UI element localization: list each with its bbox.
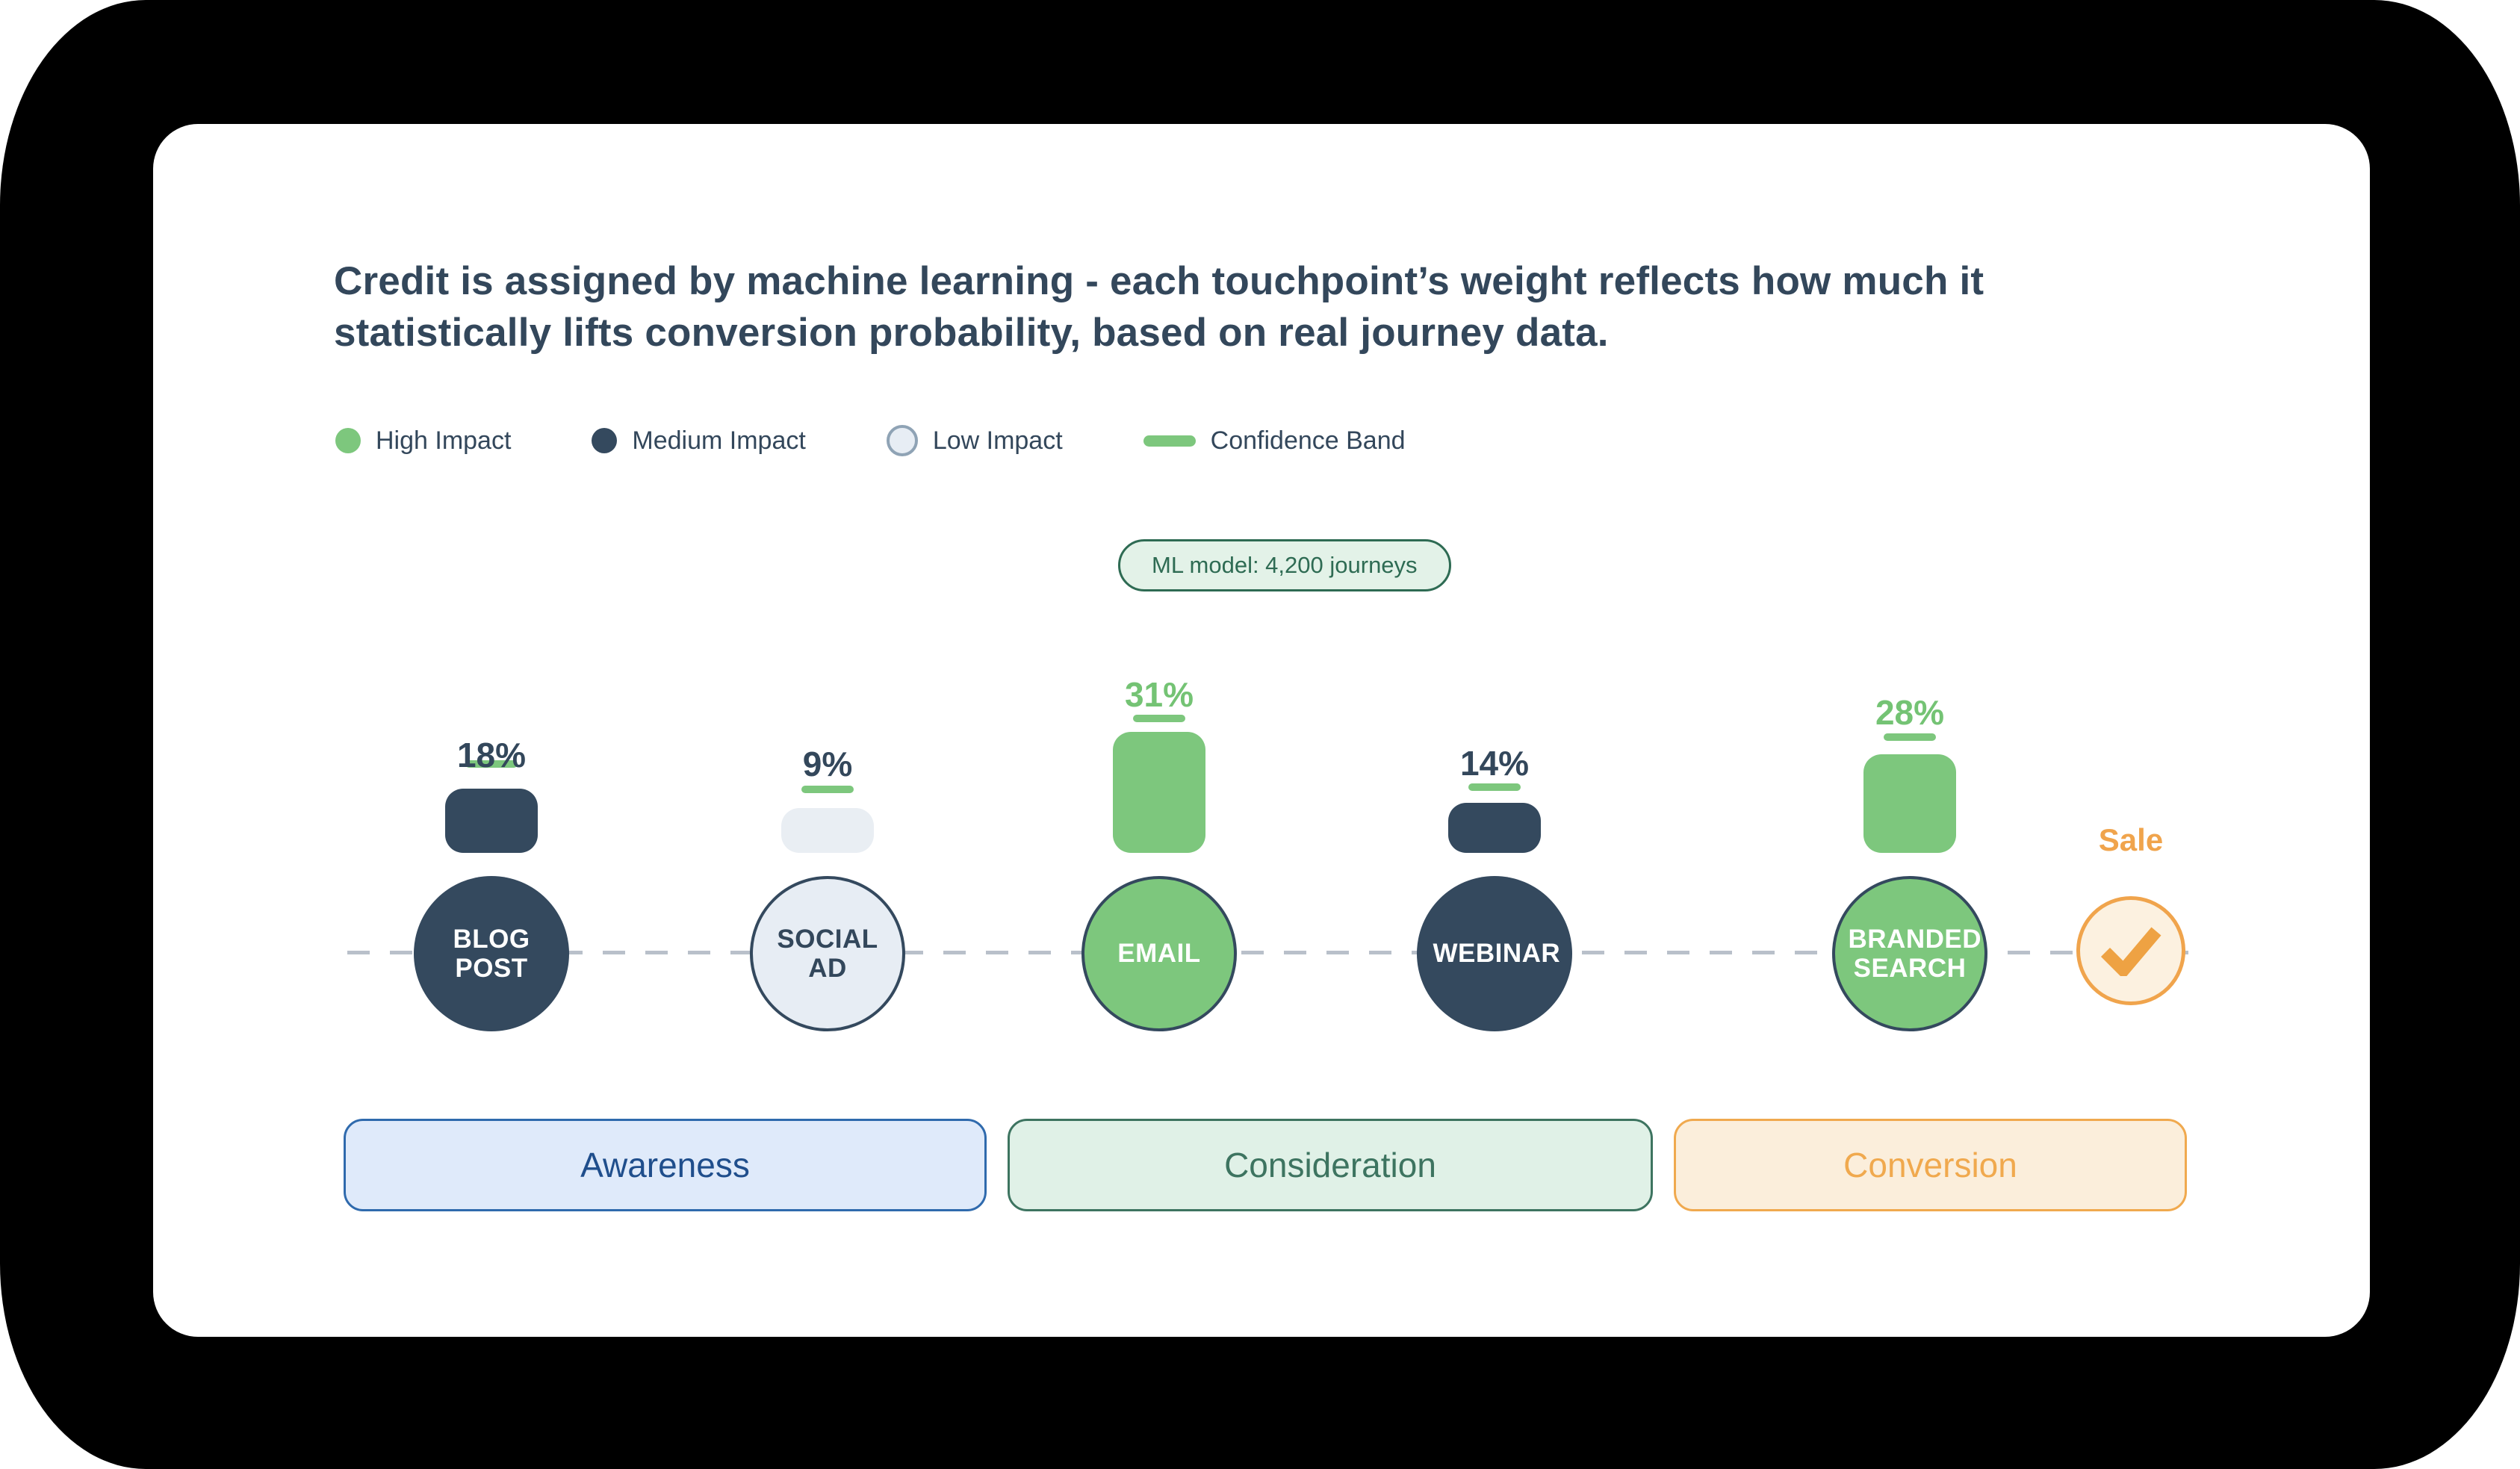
sale-node	[2076, 896, 2185, 1005]
confidence-band	[1468, 783, 1521, 791]
impact-bar	[1863, 754, 1956, 853]
legend-label: Confidence Band	[1210, 426, 1406, 455]
legend-item-high-impact: High Impact	[335, 426, 511, 456]
weight-label: 31%	[1124, 675, 1194, 714]
touchpoint-stats-blog-post: 18%	[402, 736, 581, 853]
page-title: Credit is assigned by machine learning -…	[334, 255, 2164, 358]
check-icon	[2100, 927, 2161, 976]
confidence-band	[1133, 715, 1185, 722]
weight-label: 28%	[1875, 693, 1945, 732]
stage-band-consideration: Consideration	[1008, 1119, 1653, 1211]
medium-impact-dot-icon	[592, 428, 618, 453]
journey-timeline-dashed-line	[347, 951, 2188, 954]
confidence-band	[465, 760, 518, 768]
touchpoint-stats-social-ad: 9%	[738, 745, 917, 853]
legend-label: Low Impact	[932, 426, 1063, 455]
impact-bar	[445, 789, 538, 853]
node-label: BRANDED SEARCH	[1848, 924, 1981, 983]
weight-label: 9%	[802, 745, 853, 783]
confidence-band	[1884, 733, 1936, 741]
touchpoint-stats-email: 31%	[1070, 676, 1249, 853]
legend-item-confidence-band: Confidence Band	[1143, 426, 1406, 456]
weight-label: 14%	[1459, 744, 1530, 783]
touchpoint-node-email: EMAIL	[1081, 876, 1237, 1031]
title-line-1: Credit is assigned by machine learning -…	[334, 259, 1984, 303]
stage-band-conversion: Conversion	[1674, 1119, 2187, 1211]
low-impact-dot-icon	[886, 425, 918, 456]
confidence-band	[801, 786, 854, 793]
legend-item-medium-impact: Medium Impact	[592, 426, 806, 456]
legend-label: Medium Impact	[632, 426, 806, 455]
legend-item-low-impact: Low Impact	[886, 425, 1063, 456]
node-label: BLOG POST	[453, 924, 530, 983]
touchpoint-stats-branded-search: 28%	[1820, 694, 1999, 853]
impact-bar	[1113, 732, 1205, 853]
high-impact-dot-icon	[335, 428, 361, 453]
sale-label: Sale	[2098, 822, 2164, 857]
legend-label: High Impact	[376, 426, 512, 455]
weight-label: 18%	[456, 736, 527, 774]
touchpoint-node-branded-search: BRANDED SEARCH	[1832, 876, 1987, 1031]
node-label: WEBINAR	[1433, 939, 1561, 969]
touchpoint-node-social-ad: SOCIAL AD	[750, 876, 905, 1031]
impact-bar	[781, 808, 874, 853]
touchpoint-node-blog-post: BLOG POST	[414, 876, 569, 1031]
touchpoint-stats-webinar: 14%	[1405, 745, 1584, 853]
title-line-2: statistically lifts conversion probabili…	[334, 311, 1609, 355]
legend: High Impact Medium Impact Low Impact Con…	[335, 425, 1406, 456]
ml-model-badge: ML model: 4,200 journeys	[1118, 539, 1451, 591]
impact-bar	[1448, 803, 1541, 853]
touchpoint-node-webinar: WEBINAR	[1417, 876, 1572, 1031]
confidence-band-swatch-icon	[1143, 435, 1196, 447]
node-label: SOCIAL AD	[777, 924, 878, 983]
node-label: EMAIL	[1117, 939, 1201, 969]
attribution-card: Credit is assigned by machine learning -…	[153, 124, 2370, 1337]
stage-band-awareness: Awareness	[344, 1119, 987, 1211]
